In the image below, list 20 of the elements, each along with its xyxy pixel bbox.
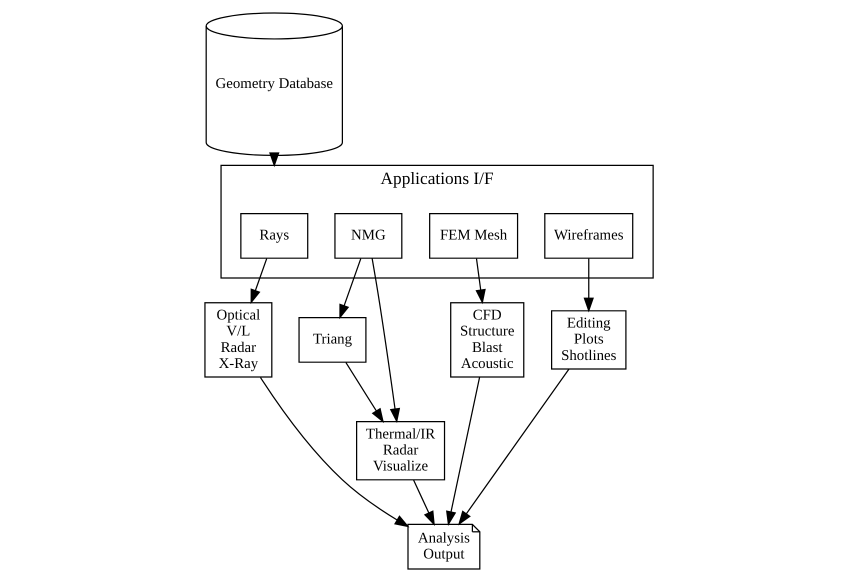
- arrow: [412, 480, 434, 526]
- arrow: [474, 258, 486, 304]
- arrow: [458, 368, 569, 526]
- node-box: Thermal/IR Radar Visualize: [356, 421, 445, 480]
- node-box: Editing Plots Shotlines: [550, 310, 626, 370]
- arrow: [260, 377, 409, 528]
- arrow: [344, 362, 384, 424]
- node-box: Optical V/L Radar X-Ray: [204, 302, 272, 378]
- arrow: [250, 258, 267, 304]
- arrow: [268, 152, 279, 168]
- node-box: Triang: [298, 317, 366, 363]
- arrow: [371, 258, 400, 424]
- node-box: NMG: [334, 213, 402, 259]
- arrow: [583, 258, 594, 312]
- node-box: CFD Structure Blast Acoustic: [450, 302, 524, 378]
- arrow: [446, 377, 480, 526]
- node-box: Rays: [240, 213, 308, 259]
- node-box: Wireframes: [544, 213, 633, 259]
- node-box: FEM Mesh: [428, 213, 518, 259]
- arrow: [338, 258, 361, 320]
